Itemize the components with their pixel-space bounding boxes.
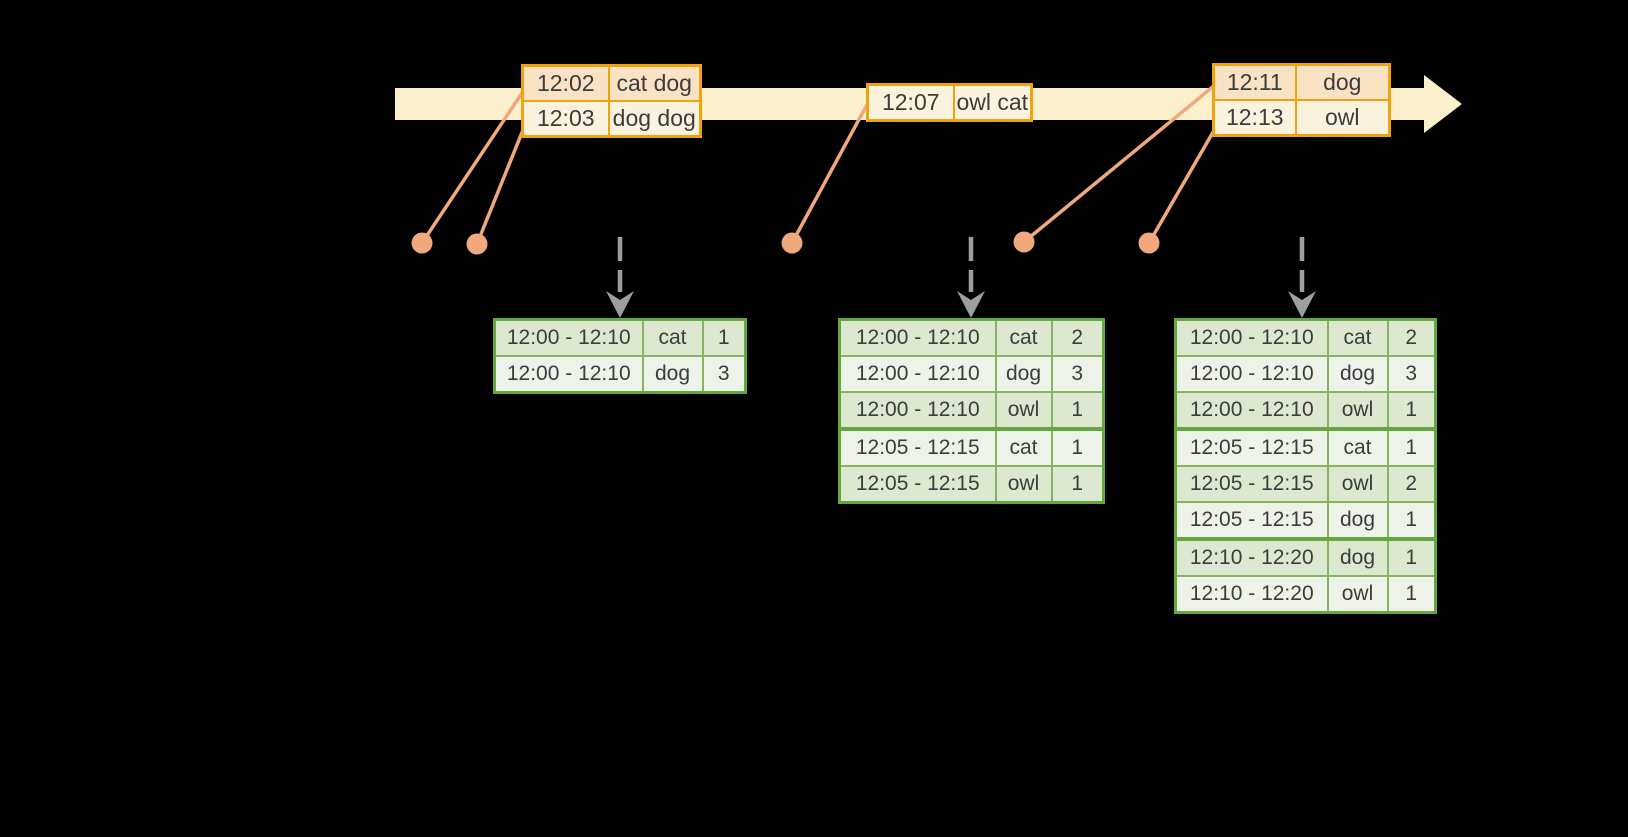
table-row: 12:02 cat dog xyxy=(521,64,702,102)
count-cell: 1 xyxy=(1386,538,1437,577)
window-cell: 12:00 - 12:10 xyxy=(493,355,644,394)
word-cell: dog xyxy=(641,355,704,394)
window-cell: 12:05 - 12:15 xyxy=(1174,428,1329,467)
table-row: 12:05 - 12:15 owl 1 xyxy=(838,465,1105,504)
window-cell: 12:00 - 12:10 xyxy=(838,355,997,393)
result-table-1: 12:00 - 12:10 cat 1 12:00 - 12:10 dog 3 xyxy=(493,318,747,394)
table-row: 12:05 - 12:15 dog 1 xyxy=(1174,501,1437,541)
event-connector-line xyxy=(1147,126,1218,244)
word-cell: cat xyxy=(1326,318,1389,357)
table-row: 12:00 - 12:10 cat 1 xyxy=(493,318,747,357)
event-table-1: 12:02 cat dog 12:03 dog dog xyxy=(521,64,702,138)
count-cell: 2 xyxy=(1050,318,1105,357)
window-cell: 12:10 - 12:20 xyxy=(1174,575,1329,614)
count-cell: 3 xyxy=(1386,355,1437,393)
table-row: 12:03 dog dog xyxy=(521,100,702,138)
trigger-arrowhead-icon xyxy=(1288,291,1316,318)
table-row: 12:05 - 12:15 cat 1 xyxy=(1174,428,1437,467)
event-table-2: 12:07 owl cat xyxy=(866,83,1033,122)
event-words-cell: dog xyxy=(1294,63,1391,101)
window-cell: 12:05 - 12:15 xyxy=(1174,501,1329,541)
window-cell: 12:10 - 12:20 xyxy=(1174,538,1329,577)
window-cell: 12:00 - 12:10 xyxy=(1174,355,1329,393)
event-connector-line xyxy=(475,124,527,245)
word-cell: cat xyxy=(1326,428,1389,467)
word-cell: owl xyxy=(994,391,1053,431)
count-cell: 1 xyxy=(701,318,747,357)
event-time-cell: 12:11 xyxy=(1212,63,1297,101)
event-table-3: 12:11 dog 12:13 owl xyxy=(1212,63,1391,137)
table-row: 12:10 - 12:20 owl 1 xyxy=(1174,575,1437,614)
count-cell: 1 xyxy=(1386,501,1437,541)
word-cell: owl xyxy=(1326,465,1389,503)
word-cell: cat xyxy=(641,318,704,357)
event-words-cell: owl cat xyxy=(952,83,1033,122)
window-cell: 12:00 - 12:10 xyxy=(838,318,997,357)
count-cell: 1 xyxy=(1386,575,1437,614)
event-dot-icon xyxy=(1013,231,1035,253)
event-dot-icon xyxy=(781,232,803,254)
trigger-arrowhead-icon xyxy=(606,291,634,318)
table-row: 12:00 - 12:10 owl 1 xyxy=(1174,391,1437,431)
table-row: 12:00 - 12:10 cat 2 xyxy=(1174,318,1437,357)
event-time-cell: 12:02 xyxy=(521,64,610,102)
word-cell: owl xyxy=(1326,575,1389,614)
event-words-cell: dog dog xyxy=(607,100,702,138)
event-dot-icon xyxy=(1138,232,1160,254)
count-cell: 1 xyxy=(1386,428,1437,467)
window-cell: 12:00 - 12:10 xyxy=(493,318,644,357)
event-dot-icon xyxy=(411,232,433,254)
word-cell: dog xyxy=(1326,355,1389,393)
event-words-cell: cat dog xyxy=(607,64,702,102)
window-cell: 12:00 - 12:10 xyxy=(1174,318,1329,357)
count-cell: 1 xyxy=(1050,465,1105,504)
event-connector-line xyxy=(420,89,526,244)
word-cell: dog xyxy=(994,355,1053,393)
table-row: 12:05 - 12:15 owl 2 xyxy=(1174,465,1437,503)
word-cell: owl xyxy=(1326,391,1389,431)
window-cell: 12:00 - 12:10 xyxy=(1174,391,1329,431)
window-cell: 12:00 - 12:10 xyxy=(838,391,997,431)
table-row: 12:11 dog xyxy=(1212,63,1391,101)
count-cell: 1 xyxy=(1050,391,1105,431)
table-row: 12:10 - 12:20 dog 1 xyxy=(1174,538,1437,577)
word-cell: dog xyxy=(1326,501,1389,541)
result-table-2: 12:00 - 12:10 cat 2 12:00 - 12:10 dog 3 … xyxy=(838,318,1105,504)
count-cell: 3 xyxy=(1050,355,1105,393)
event-time-cell: 12:07 xyxy=(866,83,955,122)
word-cell: owl xyxy=(994,465,1053,504)
event-words-cell: owl xyxy=(1294,99,1391,137)
table-row: 12:00 - 12:10 cat 2 xyxy=(838,318,1105,357)
count-cell: 3 xyxy=(701,355,747,394)
count-cell: 1 xyxy=(1050,428,1105,467)
table-row: 12:07 owl cat xyxy=(866,83,1033,122)
event-time-cell: 12:03 xyxy=(521,100,610,138)
count-cell: 1 xyxy=(1386,391,1437,431)
event-time-cell: 12:13 xyxy=(1212,99,1297,137)
table-row: 12:00 - 12:10 dog 3 xyxy=(493,355,747,394)
window-cell: 12:05 - 12:15 xyxy=(838,428,997,467)
event-connector-line xyxy=(790,100,871,244)
count-cell: 2 xyxy=(1386,318,1437,357)
timeline-arrowhead-icon xyxy=(1424,75,1462,133)
word-cell: cat xyxy=(994,428,1053,467)
trigger-arrowhead-icon xyxy=(957,291,985,318)
table-row: 12:00 - 12:10 dog 3 xyxy=(838,355,1105,393)
table-row: 12:00 - 12:10 owl 1 xyxy=(838,391,1105,431)
result-table-3: 12:00 - 12:10 cat 2 12:00 - 12:10 dog 3 … xyxy=(1174,318,1437,614)
table-row: 12:00 - 12:10 dog 3 xyxy=(1174,355,1437,393)
table-row: 12:05 - 12:15 cat 1 xyxy=(838,428,1105,467)
count-cell: 2 xyxy=(1386,465,1437,503)
table-row: 12:13 owl xyxy=(1212,99,1391,137)
window-cell: 12:05 - 12:15 xyxy=(1174,465,1329,503)
window-cell: 12:05 - 12:15 xyxy=(838,465,997,504)
event-connector-line xyxy=(1022,83,1217,244)
word-cell: cat xyxy=(994,318,1053,357)
event-dot-icon xyxy=(466,233,488,255)
word-cell: dog xyxy=(1326,538,1389,577)
